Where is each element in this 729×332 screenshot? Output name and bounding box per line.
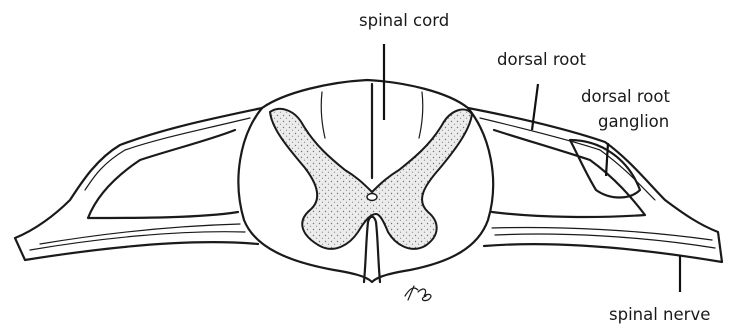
- spinal-cord-label: spinal cord: [359, 13, 449, 30]
- right-spinal-nerve: [468, 108, 722, 262]
- dorsal-root-ganglion-label-line2: ganglion: [598, 114, 669, 131]
- dorsal-root-ganglion-label-line1: dorsal root: [581, 89, 670, 106]
- artist-signature: [405, 286, 431, 301]
- dorsal-root-label: dorsal root: [497, 52, 586, 69]
- left-spinal-nerve: [15, 108, 262, 260]
- spinal-nerve-label: spinal nerve: [609, 307, 710, 324]
- ganglion-leader: [606, 143, 608, 176]
